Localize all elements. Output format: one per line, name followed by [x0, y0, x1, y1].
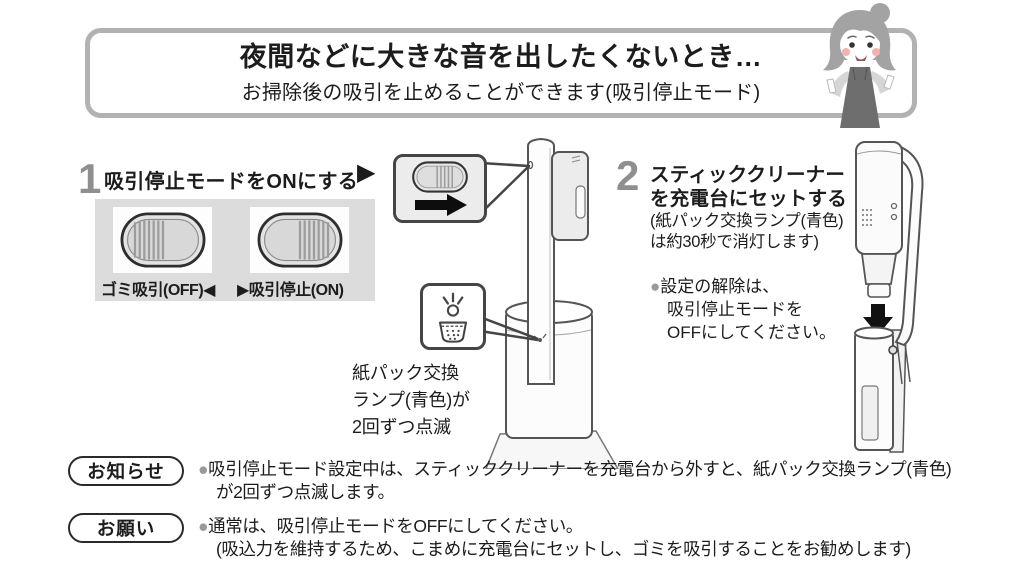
page-subtitle: お掃除後の吸引を止めることができます(吸引停止モード) [241, 82, 761, 105]
speaker-grille [861, 208, 873, 227]
step2-sub-line1: (紙パック交換ランプ(青色) [650, 212, 844, 230]
step2-note-line1: ●設定の解除は、 [650, 277, 780, 296]
page-title: 夜間などに大きな音を出したくないとき… [239, 41, 763, 72]
slide-switch-icon [257, 212, 342, 268]
request-label: お願い [96, 518, 156, 539]
bullet-icon: ● [198, 516, 209, 536]
bullet-icon: ● [650, 277, 661, 296]
notice-line1: ●吸引停止モード設定中は、スティッククリーナーを充電台から外すと、紙パック交換ラ… [198, 459, 952, 479]
switch-label-off: ゴミ吸引(OFF)◀ [101, 282, 215, 299]
header-box: 夜間などに大きな音を出したくないとき… お掃除後の吸引を止めることができます(吸… [85, 28, 917, 118]
step1-title: 吸引停止モードをONにする [104, 171, 359, 193]
notice-text: ●吸引停止モード設定中は、スティッククリーナーを充電台から外すと、紙パック交換ラ… [198, 458, 952, 504]
stick-cleaner-on-stand-illustration [485, 137, 619, 469]
slide-switch-icon [412, 161, 468, 193]
lamp-note-line: 紙パック交換 [352, 363, 459, 383]
step2-title-line1: スティッククリーナー [650, 164, 846, 186]
notice-label-pill: お知らせ [68, 456, 184, 486]
request-text: ●通常は、吸引停止モードをOFFにしてください。 (吸込力を維持するため、こまめ… [198, 515, 911, 561]
step2-sub-line2: は約30秒で消灯します) [650, 233, 819, 251]
lamp-note-line: ランプ(青色)が [352, 390, 470, 410]
notice-line2: が2回ずつ点滅します。 [216, 482, 395, 502]
step2-note: ●設定の解除は、 吸引停止モードを OFFにしてください。 [650, 275, 850, 344]
switch-label-on: ▶吸引停止(ON) [237, 282, 344, 299]
step2-title-line2: を充電台にセットする [650, 188, 848, 210]
black-down-arrow-icon [863, 304, 893, 335]
cleaner-set-on-stand-illustration [854, 141, 924, 453]
step2-note-line2: 吸引停止モードを [667, 300, 803, 319]
bullet-icon: ● [198, 459, 209, 479]
slide-switch-icon [120, 212, 205, 268]
lamp-note-line: 2回ずつ点滅 [352, 417, 451, 437]
lamp-blink-callout [420, 283, 486, 350]
black-right-arrow-icon [415, 194, 467, 216]
switch-position-panel: ゴミ吸引(OFF)◀ ▶吸引停止(ON) [95, 199, 375, 301]
woman-pointing-icon [808, 0, 912, 134]
switch-off-illustration [113, 207, 212, 273]
step2-note-line3: OFFにしてください。 [667, 323, 836, 342]
step1-number: 1 [78, 155, 102, 202]
step2-text-block: スティッククリーナー を充電台にセットする (紙パック交換ランプ(青色) は約3… [650, 163, 850, 344]
switch-slide-callout [393, 154, 487, 223]
right-pointer-icon: ▶ [357, 159, 376, 186]
request-label-pill: お願い [68, 513, 184, 543]
request-line1: ●通常は、吸引停止モードをOFFにしてください。 [198, 516, 583, 536]
switch-on-illustration [250, 207, 349, 273]
step2-number: 2 [616, 152, 640, 199]
lamp-dot [446, 303, 460, 317]
blinking-lamp-icon [442, 292, 464, 305]
notice-label: お知らせ [87, 461, 165, 482]
paper-pack-icon [438, 321, 468, 343]
request-line2: (吸込力を維持するため、こまめに充電台にセットし、ゴミを吸引することをお勧めしま… [216, 539, 911, 559]
lamp-note: 紙パック交換 ランプ(青色)が 2回ずつ点滅 [352, 360, 470, 441]
